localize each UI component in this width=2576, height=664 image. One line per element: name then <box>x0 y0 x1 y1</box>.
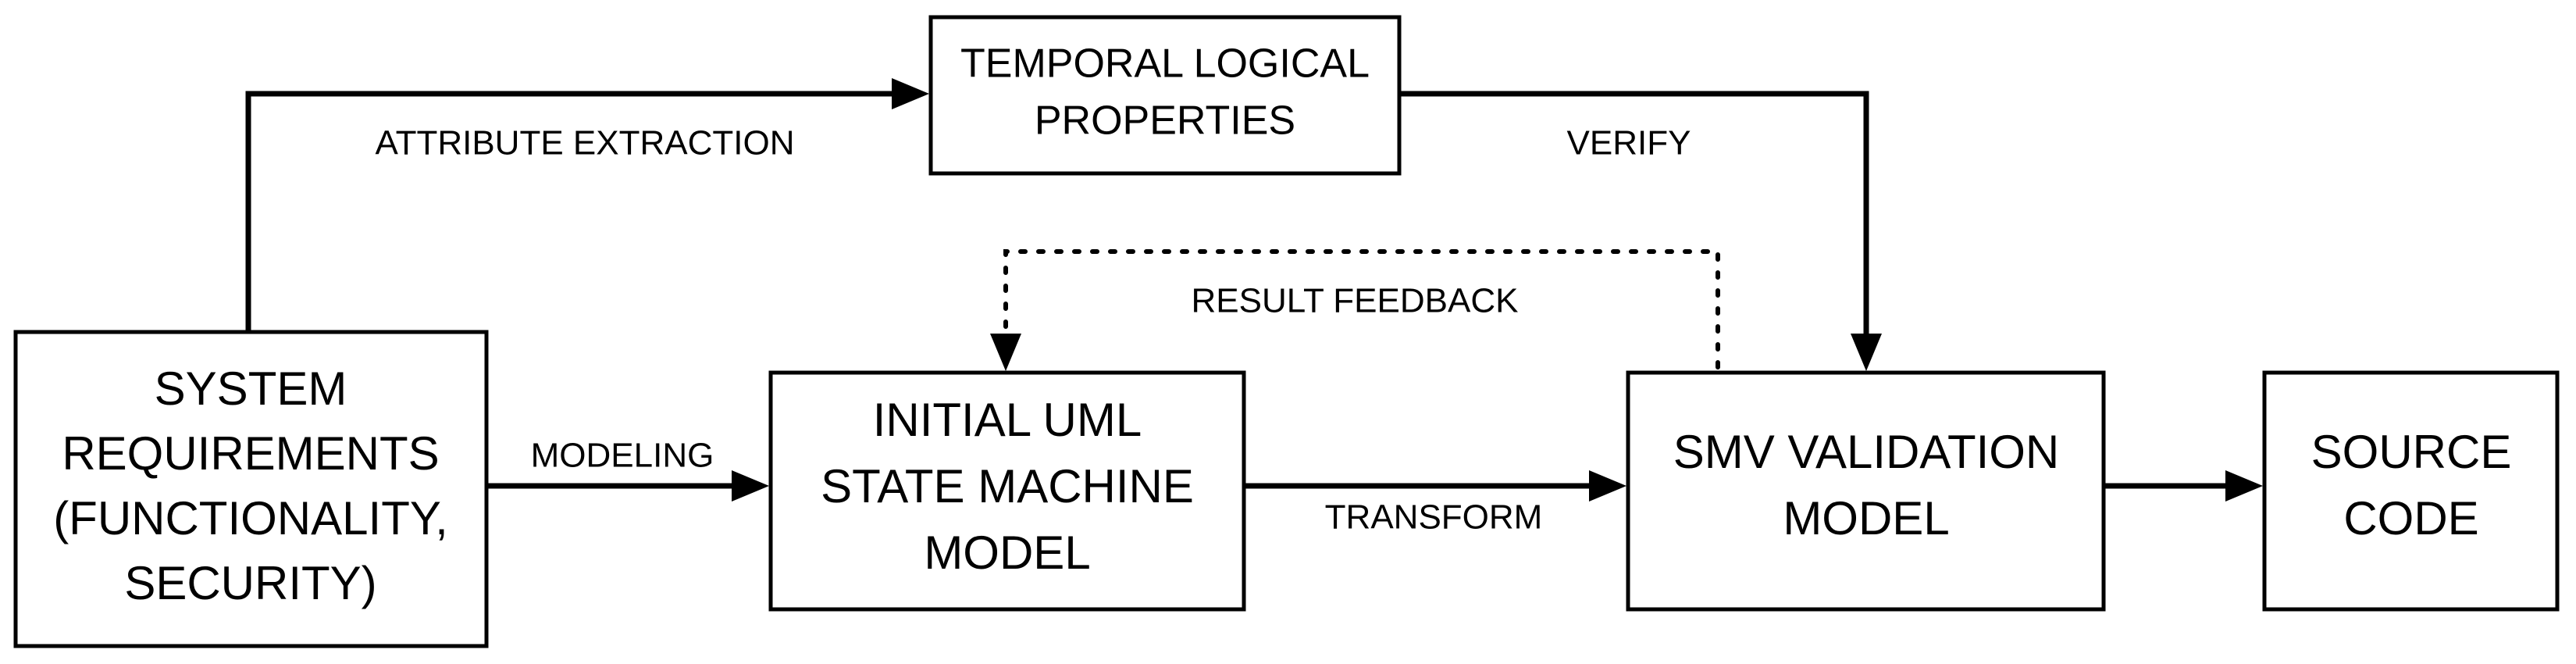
node-system-line-1: SYSTEM <box>155 362 347 415</box>
label-result-feedback: RESULT FEEDBACK <box>1192 282 1519 320</box>
label-verify: VERIFY <box>1567 124 1691 162</box>
node-uml-line-1: INITIAL UML <box>873 394 1142 446</box>
arrowhead-transform <box>1589 470 1626 502</box>
arrowhead-verify <box>1851 334 1882 371</box>
node-system-line-2: REQUIREMENTS <box>62 427 439 480</box>
edge-attribute-extraction <box>245 91 906 332</box>
edge-verify <box>1399 91 1869 348</box>
node-temporal-line-2: PROPERTIES <box>1035 98 1295 144</box>
node-temporal-line-1: TEMPORAL LOGICAL <box>960 41 1370 87</box>
node-uml-line-3: MODEL <box>924 527 1090 579</box>
node-smv-line-2: MODEL <box>1783 492 1949 544</box>
node-uml-line-2: STATE MACHINE <box>821 460 1194 512</box>
node-source-line-1: SOURCE <box>2311 426 2512 478</box>
label-transform: TRANSFORM <box>1325 498 1543 537</box>
edge-result-feedback <box>1003 249 1720 369</box>
node-system-line-4: SECURITY) <box>124 557 376 609</box>
node-smv-validation-model: SMV VALIDATION MODEL <box>1626 370 2106 612</box>
label-modeling: MODELING <box>531 437 714 475</box>
node-source-line-2: CODE <box>2343 492 2478 544</box>
arrowhead-modeling <box>732 470 769 502</box>
node-system-line-3: (FUNCTIONALITY, <box>53 492 448 544</box>
node-initial-uml-state-machine-model: INITIAL UML STATE MACHINE MODEL <box>768 370 1246 612</box>
node-smv-line-1: SMV VALIDATION <box>1673 426 2060 478</box>
node-temporal-logical-properties: TEMPORAL LOGICAL PROPERTIES <box>928 15 1402 176</box>
arrowhead-to-source-code <box>2225 470 2263 502</box>
label-attribute-extraction: ATTRIBUTE EXTRACTION <box>376 124 795 162</box>
arrowhead-result-feedback <box>990 334 1021 371</box>
node-system-requirements: SYSTEM REQUIREMENTS (FUNCTIONALITY, SECU… <box>13 330 489 648</box>
arrowhead-attribute-extraction <box>892 78 929 109</box>
node-source-code: SOURCE CODE <box>2262 370 2560 612</box>
